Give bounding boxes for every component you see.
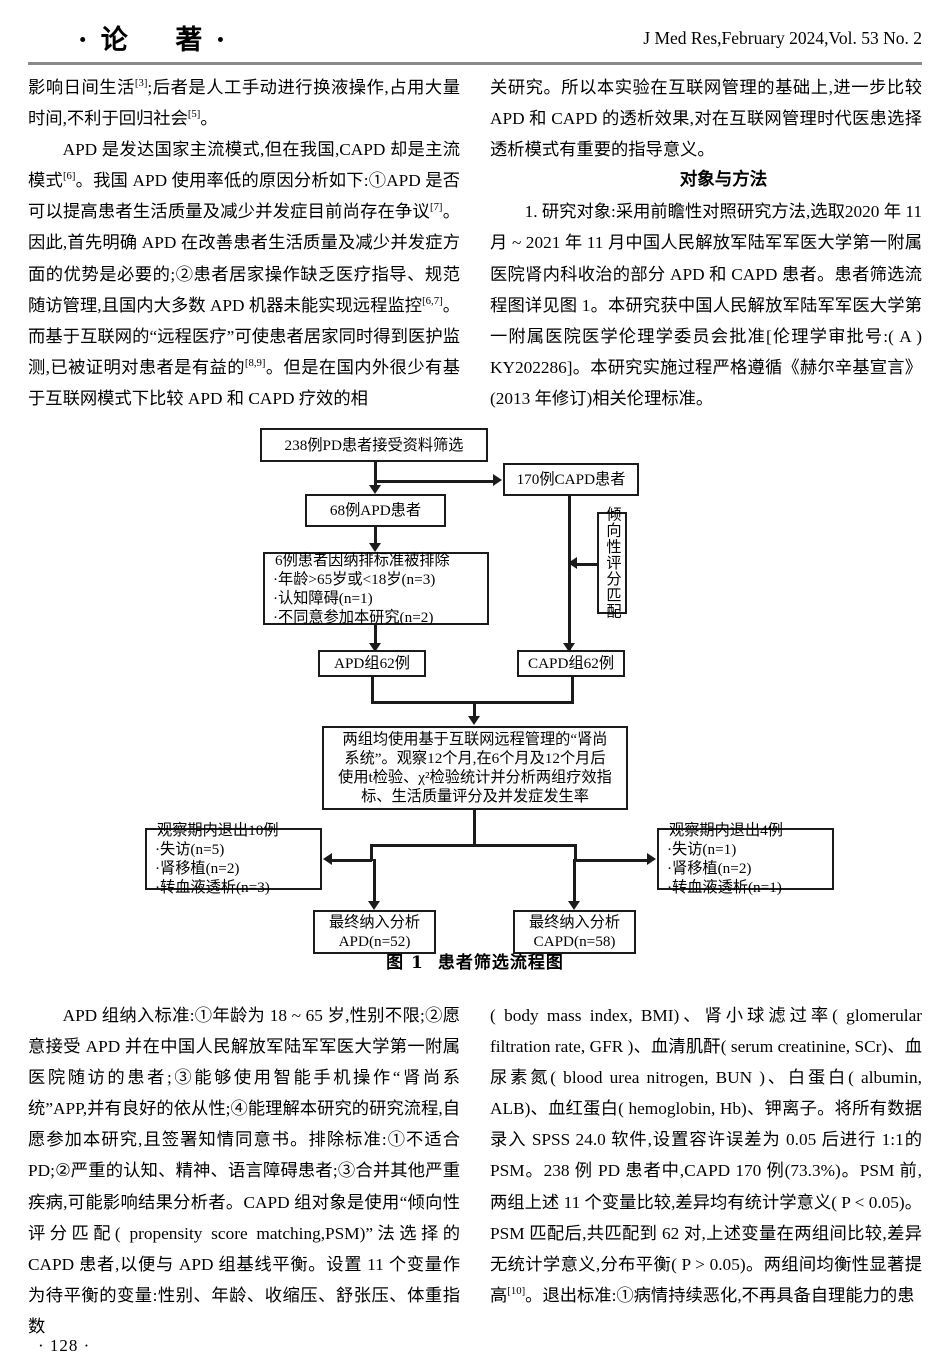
body-column-top-left: 影响日间生活[3];后者是人工手动进行换液操作,占用大量时间,不利于回归社会[5… — [28, 72, 460, 414]
paragraph-bottom-left: APD 组纳入标准:①年龄为 18 ~ 65 岁,性别不限;②愿意接受 APD … — [28, 1006, 460, 1336]
header-divider-rule — [28, 62, 922, 65]
connector-protocol-down — [473, 810, 476, 846]
arrowhead-capd-pool-down — [563, 643, 575, 652]
paragraph-top-right-2: 1. 研究对象:采用前瞻性对照研究方法,选取2020 年 11 月 ~ 2021… — [490, 202, 922, 408]
figure-1-caption: 图 1 患者筛选流程图 — [0, 948, 950, 973]
section-title-objects-and-methods: 对象与方法 — [679, 170, 768, 191]
arrowhead-to-apd-pool — [369, 485, 381, 494]
flow-node-protocol: 两组均使用基于互联网远程管理的“肾尚 系统”。观察12个月,在6个月及12个月后… — [322, 726, 628, 810]
arrowhead-to-withdraw-right — [647, 853, 656, 865]
figure-title: 患者筛选流程图 — [437, 953, 564, 973]
flow-node-apd-pool: 68例APD患者 — [305, 494, 446, 527]
paragraph-top-right-1: 关研究。所以本实验在互联网管理的基础上,进一步比较 APD 和 CAPD 的透析… — [490, 78, 922, 160]
flow-node-apd-group: APD组62例 — [318, 650, 426, 677]
page-number: · 128 · — [38, 1336, 91, 1355]
connector-to-final-capd — [573, 859, 576, 904]
body-column-bottom-left: APD 组纳入标准:①年龄为 18 ~ 65 岁,性别不限;②愿意接受 APD … — [28, 1000, 460, 1342]
connector-apd-pool-to-excluded — [374, 527, 377, 545]
connector-to-withdraw-right — [574, 859, 648, 862]
connector-split-left-down — [370, 844, 373, 861]
page-header: · 论 著 · J Med Res,February 2024,Vol. 53 … — [28, 18, 922, 62]
flow-node-screening: 238例PD患者接受资料筛选 — [260, 428, 488, 462]
flow-node-withdraw-right: 观察期内退出4例 ·失访(n=1) ·肾移植(n=2) ·转血液透析(n=1) — [657, 822, 834, 896]
arrowhead-to-apd-group — [369, 643, 381, 652]
connector-screening-down — [374, 480, 377, 488]
connector-capd-group-down — [571, 677, 574, 703]
paragraph-top-left-1: 影响日间生活[3];后者是人工手动进行换液操作,占用大量时间,不利于回归社会[5… — [28, 77, 460, 129]
arrowhead-to-final-capd — [568, 901, 580, 910]
arrowhead-to-excluded — [369, 543, 381, 552]
flow-node-excluded: 6例患者因纳排标准被排除 ·年龄>65岁或<18岁(n=3) ·认知障碍(n=1… — [263, 552, 489, 626]
arrowhead-psm-to-capd — [568, 557, 577, 569]
flow-node-psm-vertical: 倾向性评分匹配 — [597, 506, 627, 620]
body-column-top-right: 关研究。所以本实验在互联网管理的基础上,进一步比较 APD 和 CAPD 的透析… — [490, 72, 922, 414]
flow-node-final-apd: 最终纳入分析 APD(n=52) — [313, 910, 436, 954]
section-heading-lunzhu: · 论 著 · — [78, 25, 228, 56]
flow-node-final-capd: 最终纳入分析 CAPD(n=58) — [513, 910, 636, 954]
connector-apd-group-down — [371, 677, 374, 703]
arrowhead-to-final-apd — [368, 901, 380, 910]
connector-excluded-to-apd-group — [374, 625, 377, 645]
figure-label: 图 1 — [386, 953, 424, 973]
flow-node-capd-group: CAPD组62例 — [517, 650, 625, 677]
connector-merge-to-protocol — [473, 701, 476, 720]
connector-to-withdraw-left — [332, 859, 372, 862]
arrowhead-to-capd-pool — [493, 474, 502, 486]
arrowhead-to-withdraw-left — [323, 853, 332, 865]
connector-groups-merge — [371, 701, 574, 704]
connector-screening-to-capd — [374, 480, 494, 483]
journal-citation-line: J Med Res,February 2024,Vol. 53 No. 2 — [643, 28, 922, 48]
arrowhead-to-protocol — [468, 716, 480, 725]
flow-node-capd-pool: 170例CAPD患者 — [503, 463, 639, 496]
flow-node-withdraw-left: 观察期内退出10例 ·失访(n=5) ·肾移植(n=2) ·转血液透析(n=3) — [145, 822, 322, 896]
connector-screening-stem — [374, 462, 377, 483]
figure-1-patient-screening-flowchart: 238例PD患者接受资料筛选 170例CAPD患者 68例APD患者 倾向性评分… — [0, 415, 950, 975]
paragraph-top-left-2: APD 是发达国家主流模式,但在我国,CAPD 却是主流模式[6]。我国 APD… — [28, 140, 460, 408]
connector-capd-pool-down — [568, 496, 571, 650]
connector-protocol-split — [370, 844, 576, 847]
connector-split-right-down — [574, 844, 577, 861]
paragraph-bottom-right: ( body mass index, BMI)、肾小球滤过率( glomerul… — [490, 1006, 922, 1305]
body-column-bottom-right: ( body mass index, BMI)、肾小球滤过率( glomerul… — [490, 1000, 922, 1311]
connector-psm-to-capd — [572, 563, 599, 566]
connector-to-final-apd — [373, 859, 376, 904]
